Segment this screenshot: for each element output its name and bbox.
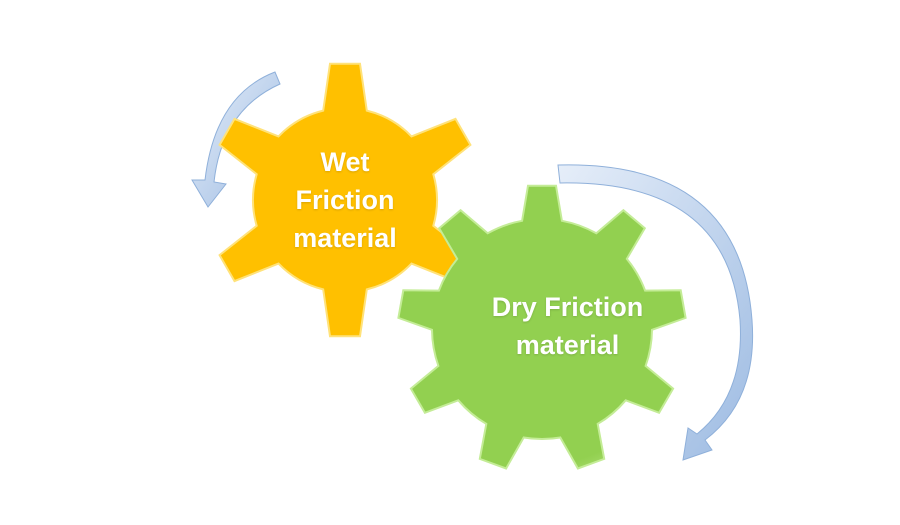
label-line: Wet [320,147,370,177]
gear-dry [397,184,687,470]
rotation-arrow-wet [191,71,281,208]
label-line: Dry Friction [491,292,644,322]
label-line: material [293,223,397,253]
rotation-arrow-dry [557,164,754,461]
label-line: material [515,330,620,360]
gear-wet [218,62,472,338]
gear-dry-label: Dry Friction material [460,288,675,364]
gear-wet-label: Wet Friction material [265,143,425,257]
label-line: Friction [295,185,395,215]
